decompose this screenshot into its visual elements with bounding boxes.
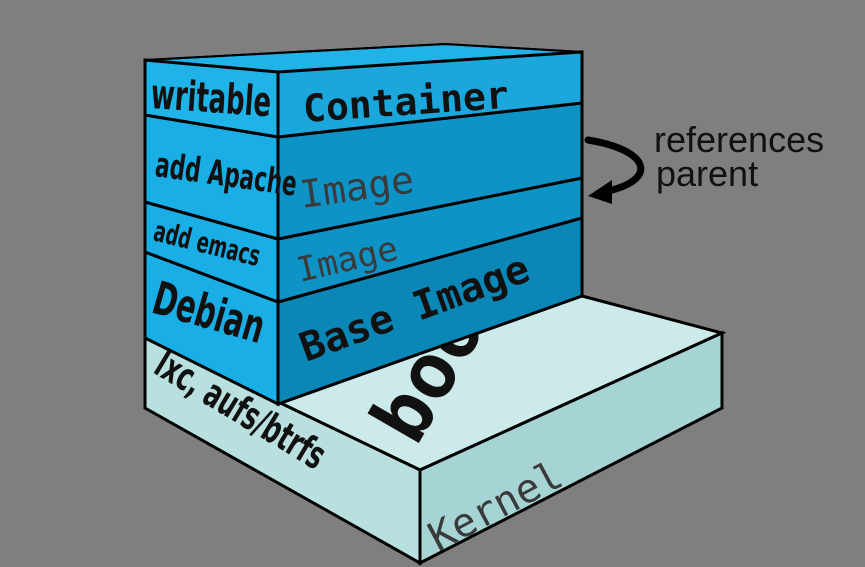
writable-label: writable bbox=[149, 71, 272, 127]
arrow-head-icon bbox=[588, 180, 612, 204]
annotation-parent: parent bbox=[656, 153, 758, 194]
container-back-edge bbox=[144, 42, 583, 61]
kernel-front-face bbox=[418, 330, 724, 566]
annotation-references: references bbox=[654, 119, 824, 160]
container-front-face bbox=[276, 50, 584, 139]
curved-arrow-icon bbox=[584, 136, 645, 196]
